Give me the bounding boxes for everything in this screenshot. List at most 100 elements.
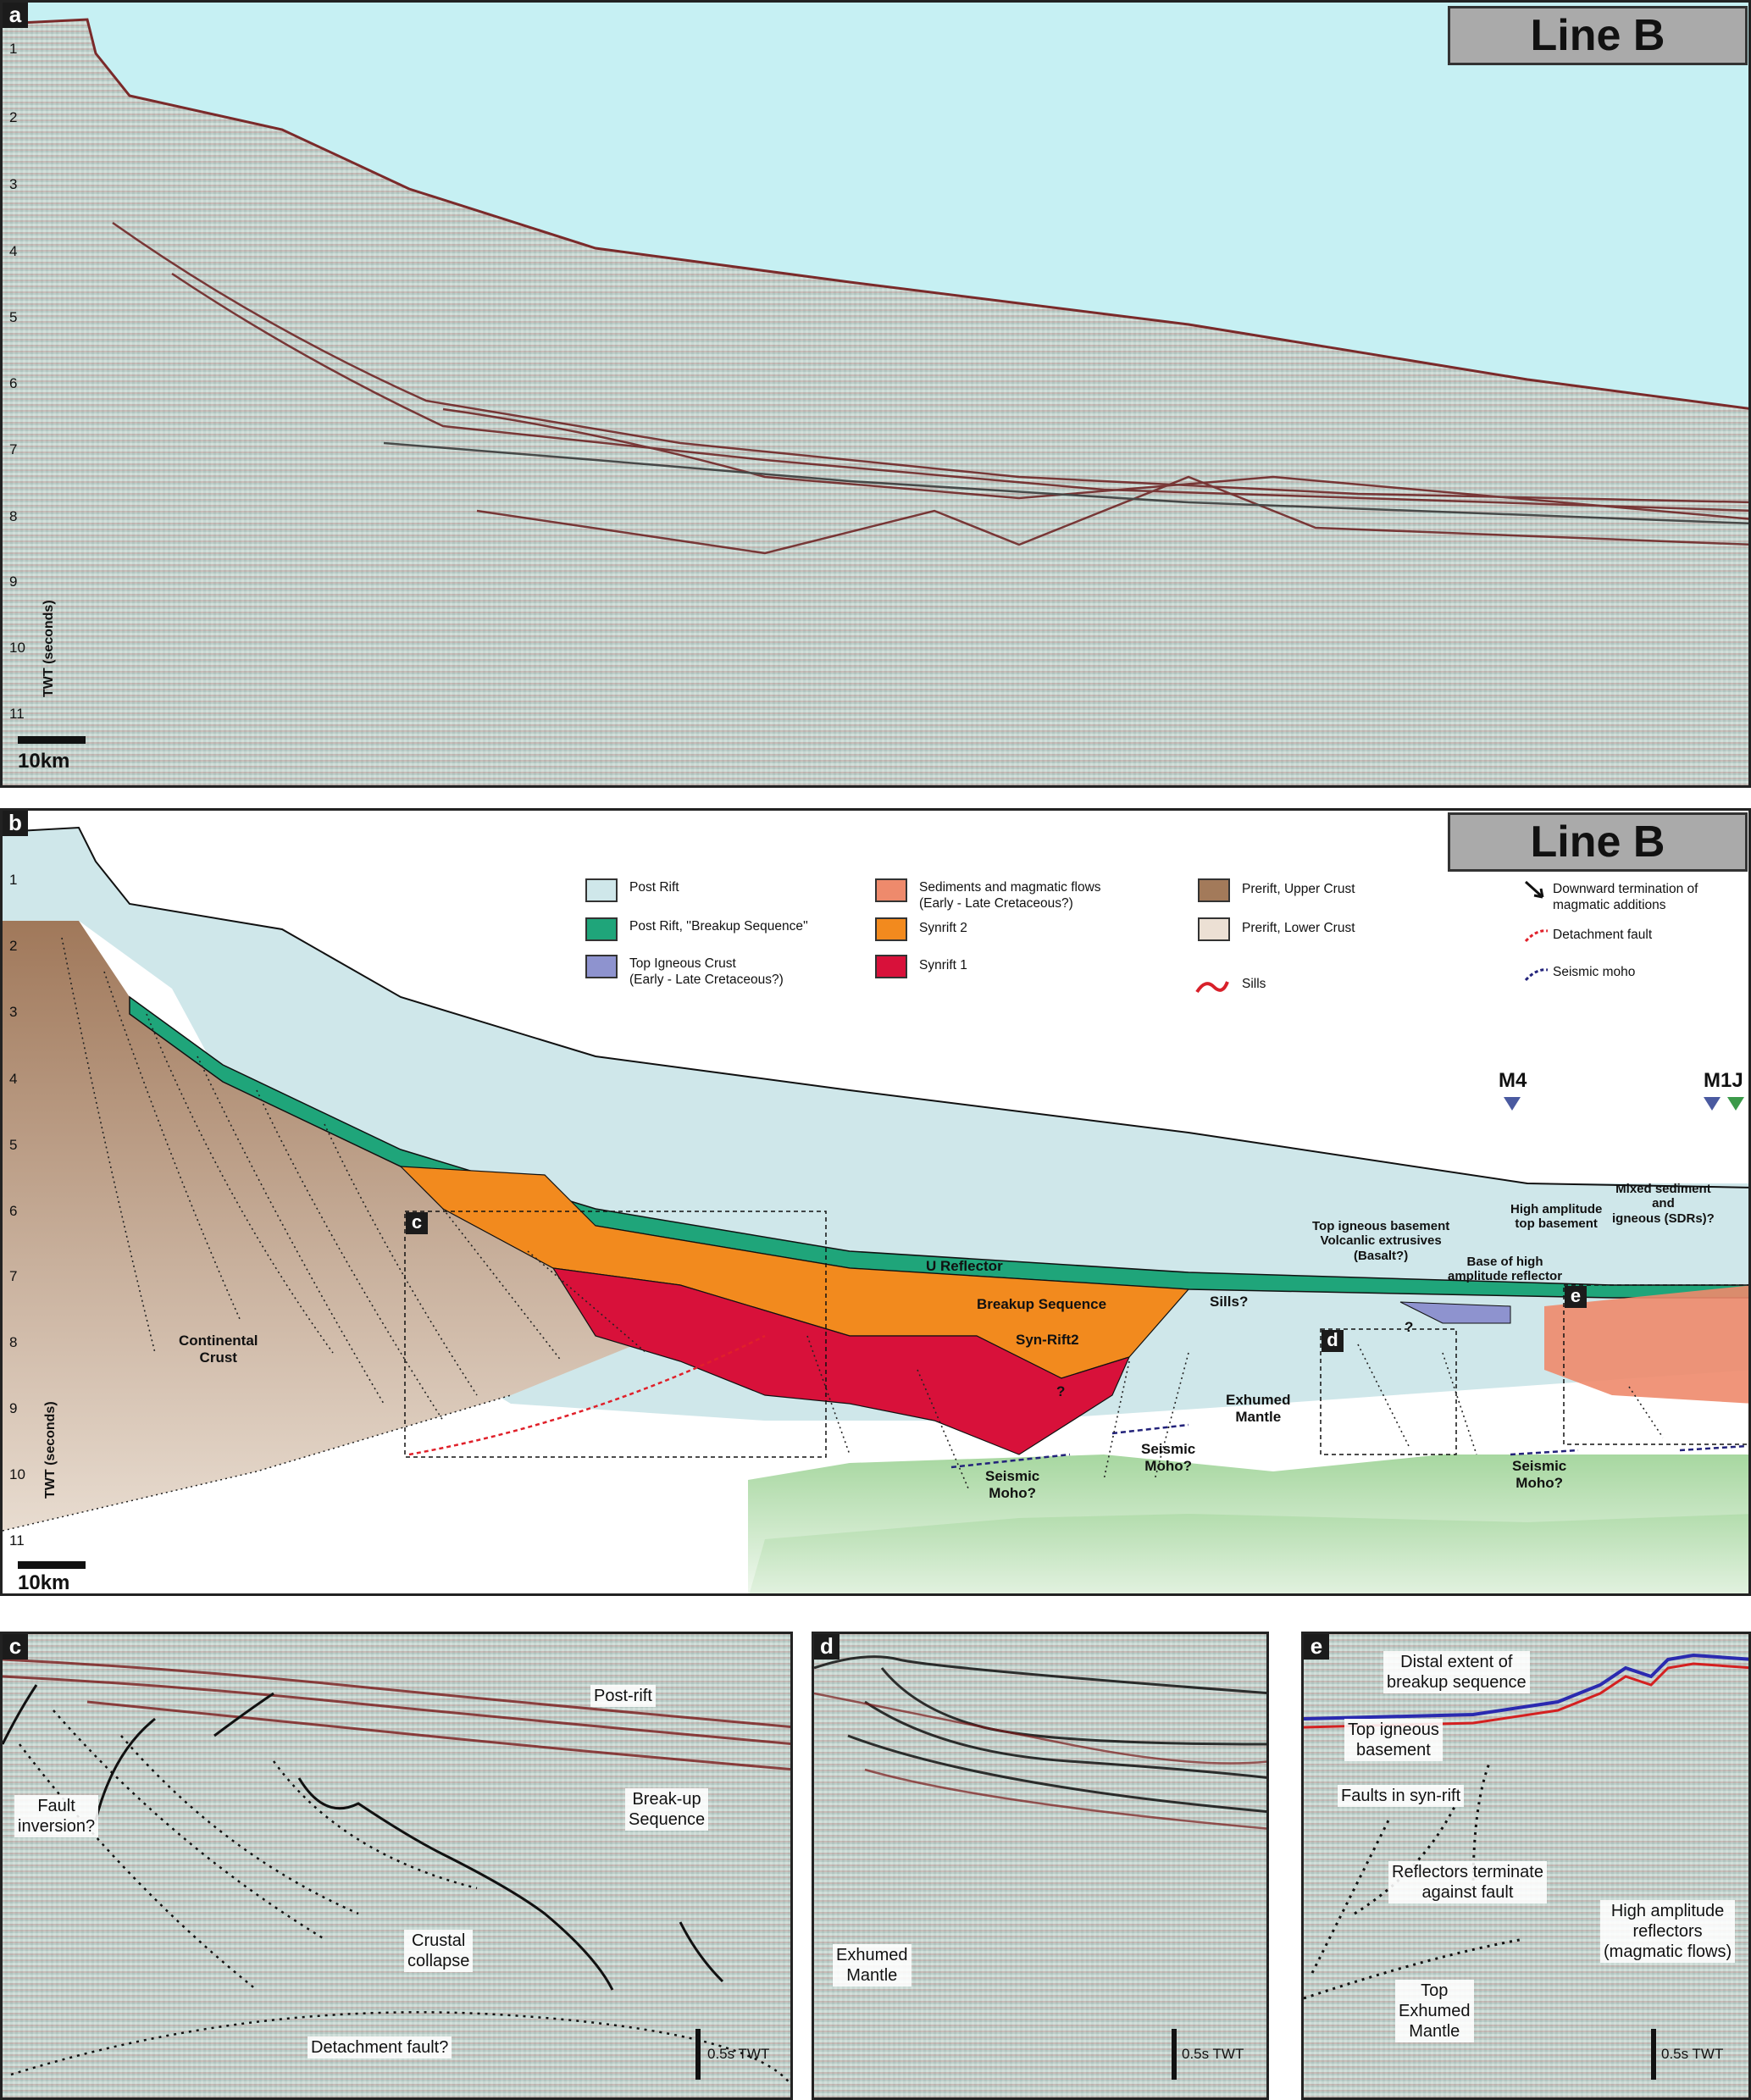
legend-label: Downward termination of magmatic additio… — [1553, 882, 1698, 912]
label-top-igneous: Top igneous basement Volcanlic extrusive… — [1312, 1219, 1450, 1263]
marker-m1j-label: M1J — [1704, 1069, 1743, 1092]
scale-bar — [1651, 2029, 1656, 2080]
panel-c: c Post-rift Fault inversion? Break-up Se… — [0, 1632, 793, 2100]
legend-label: Detachment fault — [1553, 928, 1653, 942]
label-seismic-moho: Seismic Moho? — [1141, 1441, 1196, 1474]
termination-arrow-icon — [1524, 880, 1544, 899]
marker-m4-label: M4 — [1499, 1069, 1527, 1092]
label-u-reflector: U Reflector — [926, 1258, 1003, 1274]
legend-swatch-synrift2 — [875, 917, 907, 941]
label-sills: Sills? — [1210, 1294, 1249, 1310]
marker-green-icon — [1727, 1097, 1744, 1111]
seismic-detail-c — [3, 1658, 790, 2086]
label-question: ? — [1405, 1319, 1414, 1335]
legend-swatch-breakup — [585, 917, 618, 941]
axis-label: TWT (seconds) — [43, 1401, 58, 1499]
tick-4: 4 — [9, 1071, 18, 1087]
tick-11: 11 — [9, 706, 25, 722]
callout-crustal-collapse: Crustal collapse — [404, 1930, 474, 1972]
tick-11: 11 — [9, 1532, 25, 1549]
legend-swatch-lower-crust — [1198, 917, 1230, 941]
box-e — [1563, 1284, 1748, 1445]
tick-4: 4 — [9, 243, 18, 259]
label-mixed-sediment: Mixed sediment and igneous (SDRs)? — [1612, 1182, 1715, 1226]
scale-bar — [695, 2029, 701, 2080]
tick-6: 6 — [9, 375, 18, 391]
label-syn-rift2: Syn-Rift2 — [1016, 1332, 1079, 1348]
scale-label: 0.5s TWT — [707, 2046, 770, 2062]
panel-d-tag: d — [814, 1634, 839, 1659]
seismic-section-a — [3, 3, 1748, 555]
seismic-moho-icon — [1524, 968, 1549, 982]
panel-c-tag: c — [3, 1634, 28, 1659]
tick-5: 5 — [9, 1137, 18, 1153]
callout-faults: Faults in syn-rift — [1338, 1785, 1465, 1807]
tick-5: 5 — [9, 309, 18, 325]
tick-9: 9 — [9, 573, 18, 590]
tick-10: 10 — [9, 640, 25, 656]
box-d-tag: d — [1322, 1330, 1344, 1352]
callout-breakup: Break-up Sequence — [625, 1788, 709, 1831]
axis-label: TWT (seconds) — [42, 600, 56, 697]
tick-8: 8 — [9, 508, 18, 524]
panel-b-title: Line B — [1448, 812, 1748, 872]
callout-fault-inversion: Fault inversion? — [14, 1795, 99, 1837]
tick-9: 9 — [9, 1400, 18, 1416]
scale-bar — [1172, 2029, 1177, 2080]
marker-m4-icon — [1504, 1097, 1521, 1111]
legend-label: Post Rift — [629, 880, 679, 895]
tick-1: 1 — [9, 41, 18, 57]
legend-label: Post Rift, ''Breakup Sequence'' — [629, 919, 808, 934]
tick-1: 1 — [9, 872, 18, 888]
callout-detachment: Detachment fault? — [308, 2036, 452, 2058]
legend-label: Top Igneous Crust (Early - Late Cretaceo… — [629, 956, 784, 987]
label-exhumed-mantle: Exhumed Mantle — [1226, 1392, 1291, 1425]
panel-b: b Line B 1 2 3 4 5 6 7 8 9 10 11 TWT (se… — [0, 808, 1751, 1596]
panel-a: a Line B 1 2 3 4 5 6 7 8 9 10 11 TWT (se… — [0, 0, 1751, 788]
legend-label: Synrift 2 — [919, 921, 967, 935]
callout-distal: Distal extent of breakup sequence — [1383, 1651, 1530, 1693]
tick-7: 7 — [9, 441, 18, 457]
label-base-high-amp: Base of high amplitude reflector — [1448, 1255, 1563, 1284]
panel-d: d Exhumed Mantle 0.5s TWT — [812, 1632, 1269, 2100]
tick-2: 2 — [9, 938, 18, 954]
panel-e-tag: e — [1304, 1634, 1329, 1659]
tick-2: 2 — [9, 109, 18, 125]
callout-high-amp: High amplitude reflectors (magmatic flow… — [1600, 1900, 1736, 1963]
box-d — [1320, 1328, 1457, 1455]
callout-post-rift: Post-rift — [590, 1685, 656, 1707]
box-c-tag: c — [406, 1212, 428, 1234]
label-seismic-moho: Seismic Moho? — [985, 1468, 1040, 1501]
tick-3: 3 — [9, 1004, 18, 1020]
tick-3: 3 — [9, 176, 18, 192]
legend-label: Seismic moho — [1553, 965, 1636, 979]
callout-exhumed: Exhumed Mantle — [833, 1944, 912, 1986]
panel-e: e Distal extent of breakup sequence Top … — [1301, 1632, 1751, 2100]
legend-label: Sills — [1242, 977, 1266, 991]
seismic-detail-d — [814, 1655, 1266, 1830]
box-e-tag: e — [1565, 1286, 1587, 1308]
scale-label: 10km — [18, 1571, 70, 1594]
tick-6: 6 — [9, 1203, 18, 1219]
label-continental-crust: Continental Crust — [179, 1333, 258, 1366]
scale-bar — [18, 1561, 86, 1569]
legend-label: Prerift, Lower Crust — [1242, 921, 1355, 935]
scale-label: 0.5s TWT — [1182, 2046, 1244, 2062]
marker-m1j-icon — [1704, 1097, 1721, 1111]
panel-a-title: Line B — [1448, 6, 1748, 65]
legend-swatch-post-rift — [585, 878, 618, 902]
tick-7: 7 — [9, 1268, 18, 1284]
callout-top-igneous: Top igneous basement — [1344, 1719, 1443, 1761]
callout-top-exhumed: Top Exhumed Mantle — [1395, 1980, 1474, 2042]
legend-label: Prerift, Upper Crust — [1242, 882, 1355, 896]
scale-label: 10km — [18, 750, 70, 773]
legend-label: Sediments and magmatic flows (Early - La… — [919, 880, 1101, 911]
label-seismic-moho: Seismic Moho? — [1512, 1458, 1567, 1491]
box-c — [404, 1211, 827, 1458]
legend-swatch-upper-crust — [1198, 878, 1230, 902]
tick-8: 8 — [9, 1334, 18, 1350]
legend-swatch-top-igneous — [585, 955, 618, 978]
callout-reflectors: Reflectors terminate against fault — [1388, 1861, 1547, 1903]
label-question: ? — [1056, 1383, 1066, 1399]
legend-label: Synrift 1 — [919, 958, 967, 972]
